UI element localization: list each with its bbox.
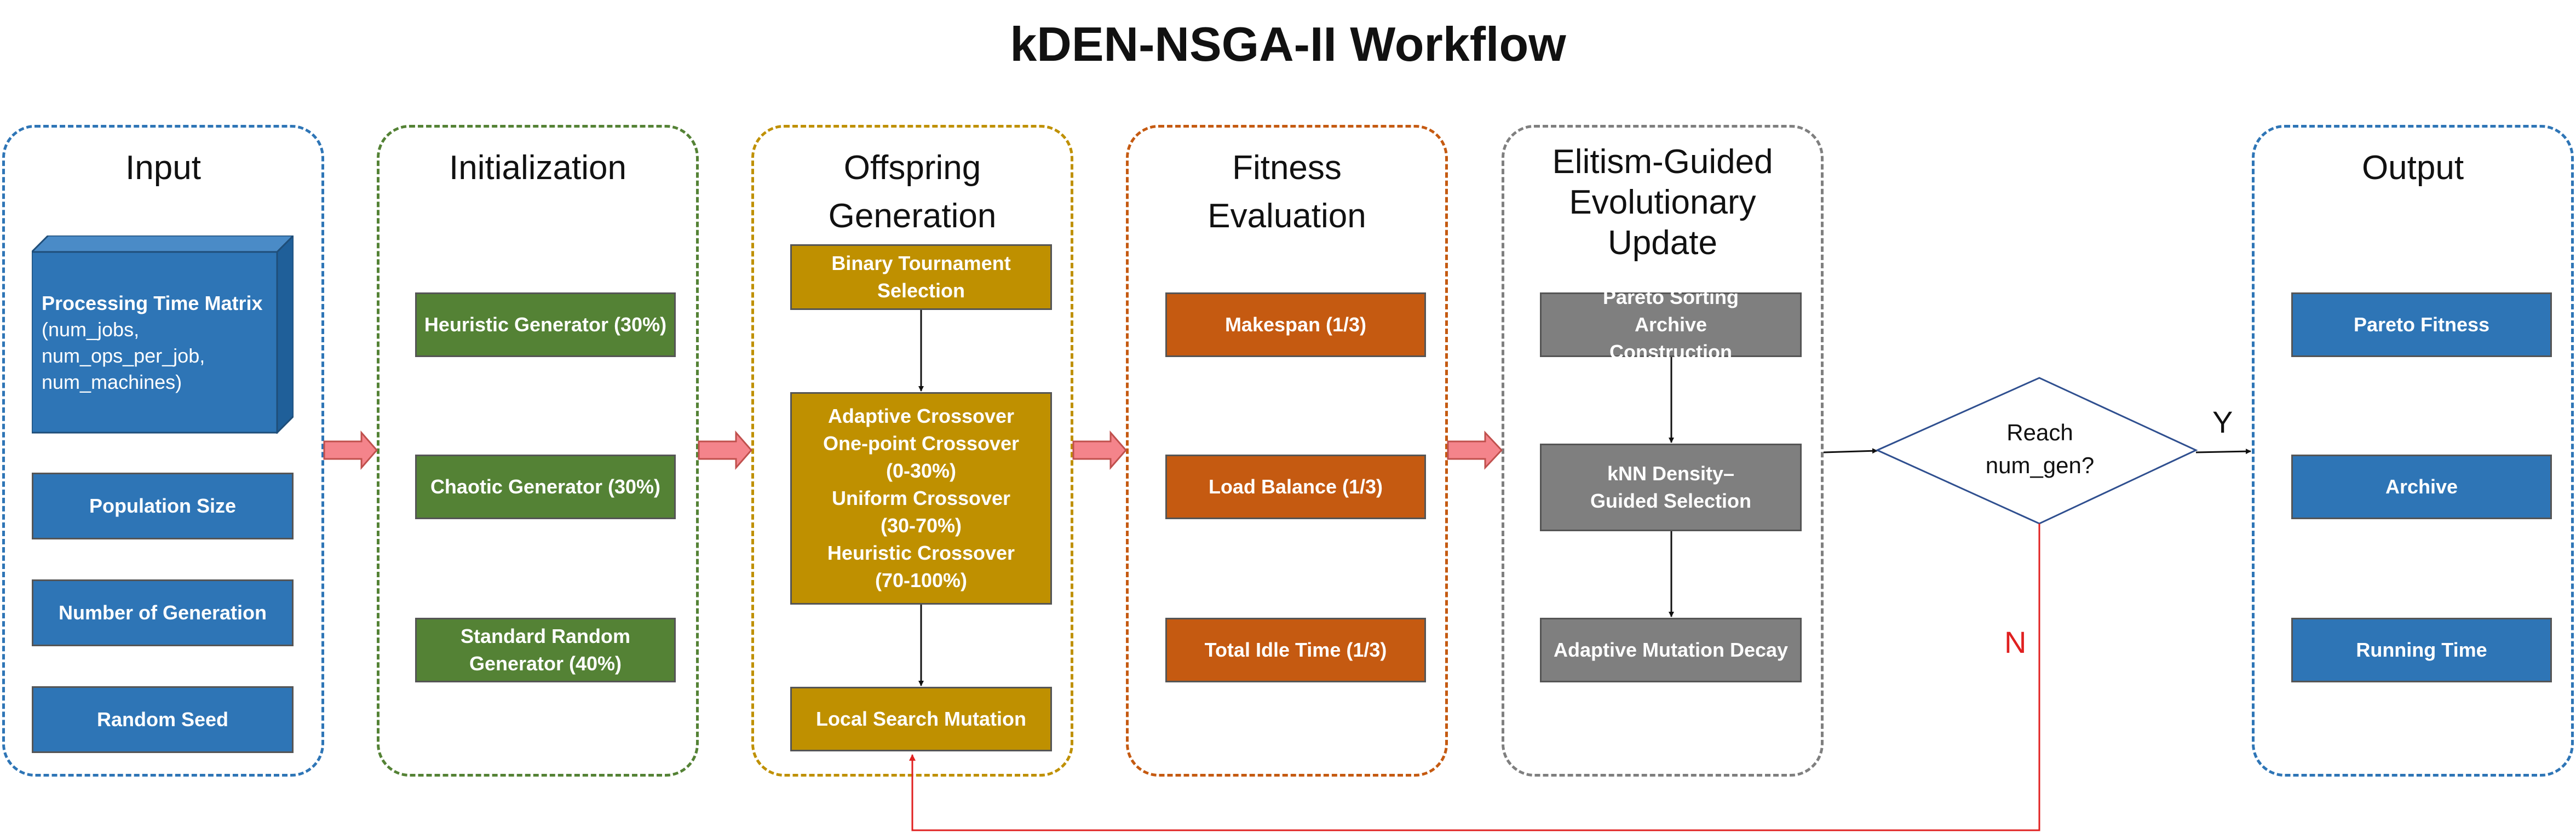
load-balance-box: Load Balance (1/3) (1165, 455, 1426, 519)
block-arrow-input-init (323, 430, 378, 470)
cube-shape (30, 233, 296, 435)
adaptive-crossover-box: Adaptive Crossover One-point Crossover (… (790, 392, 1052, 605)
crossover-line-2: One-point Crossover (823, 432, 1020, 455)
matrix-line-1: (num_jobs, (42, 318, 140, 341)
offspring-stage-title: Offspring Generation (828, 149, 997, 235)
initialization-stage: Initialization (377, 125, 699, 777)
fitness-stage: Fitness Evaluation (1126, 125, 1448, 777)
random-seed-box: Random Seed (32, 686, 294, 753)
crossover-line-4: Uniform Crossover (831, 487, 1011, 509)
arrow-decision-output (2195, 449, 2251, 455)
arrow-elitism-decision (1823, 448, 1878, 454)
heuristic-generator-box: Heuristic Generator (30%) (415, 292, 676, 357)
crossover-line-6: Heuristic Crossover (827, 542, 1015, 564)
input-stage: Input (2, 125, 324, 777)
chaotic-generator-box: Chaotic Generator (30%) (415, 455, 676, 519)
crossover-line-1: Adaptive Crossover (827, 405, 1015, 427)
archive-box: Archive (2291, 455, 2552, 519)
population-size-box: Population Size (32, 473, 294, 539)
input-stage-title: Input (125, 149, 201, 187)
crossover-line-3: (0-30%) (886, 459, 957, 482)
binary-tournament-selection-box: Binary Tournament Selection (790, 244, 1052, 310)
elitism-stage-title: Elitism-Guided Evolutionary Update (1552, 143, 1773, 262)
total-idle-time-box: Total Idle Time (1/3) (1165, 618, 1426, 682)
decision-text: Reach num_gen? (1985, 420, 2095, 478)
matrix-text: Processing Time Matrix (num_jobs, num_op… (42, 290, 263, 395)
block-arrow-init-offspring (698, 430, 752, 470)
initialization-stage-title: Initialization (449, 149, 626, 187)
elitism-stage: Elitism-Guided Evolutionary Update (1502, 125, 1824, 777)
knn-density-selection-box: kNN Density–Guided Selection (1540, 444, 1802, 531)
adaptive-mutation-decay-box: Adaptive Mutation Decay (1540, 618, 1802, 682)
crossover-line-5: (30-70%) (880, 514, 962, 537)
output-stage: Output (2252, 125, 2574, 777)
matrix-line-3: num_machines) (42, 371, 182, 393)
makespan-box: Makespan (1/3) (1165, 292, 1426, 357)
output-stage-title: Output (2361, 149, 2464, 187)
matrix-line-2: num_ops_per_job, (42, 344, 205, 367)
block-arrow-fitness-elitism (1447, 430, 1503, 470)
decision-diamond (1875, 377, 2198, 525)
page-title: kDEN-NSGA-II Workflow (1010, 17, 1566, 71)
loop-back-line (909, 524, 2040, 831)
fitness-stage-title: Fitness Evaluation (1208, 149, 1366, 235)
pareto-fitness-box: Pareto Fitness (2291, 292, 2552, 357)
local-search-mutation-box: Local Search Mutation (790, 687, 1052, 751)
standard-random-generator-box: Standard Random Generator (40%) (415, 618, 676, 682)
decision-yes-label: Y (2212, 405, 2233, 439)
matrix-title: Processing Time Matrix (42, 292, 263, 314)
number-of-generation-box: Number of Generation (32, 579, 294, 646)
pareto-sorting-box: Pareto Sorting Archive Construction (1540, 286, 1802, 363)
running-time-box: Running Time (2291, 618, 2552, 682)
processing-time-matrix: Processing Time Matrix (num_jobs, num_op… (30, 233, 296, 435)
decision-no-label: N (2004, 625, 2027, 659)
block-arrow-offspring-fitness (1072, 430, 1127, 470)
crossover-line-7: (70-100%) (875, 569, 968, 591)
